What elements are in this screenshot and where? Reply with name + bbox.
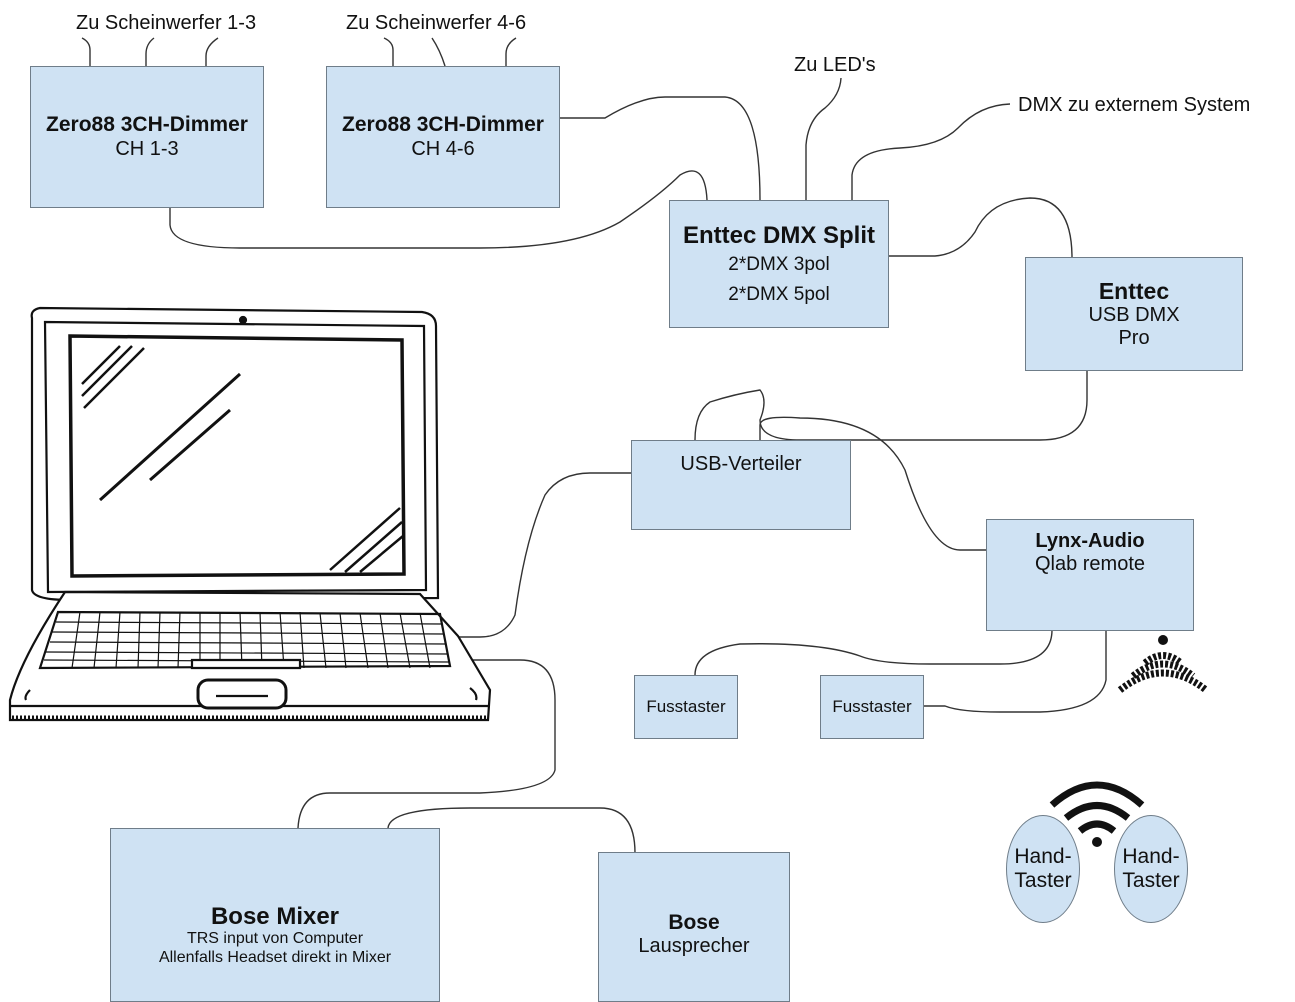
dmx-split-title: Enttec DMX Split xyxy=(682,222,875,250)
wire-usbpro-hub xyxy=(694,370,1088,441)
usb-dmx-pro-line2: Pro xyxy=(1118,327,1150,350)
label-zu-scheinwerfer-1-3: Zu Scheinwerfer 1-3 xyxy=(76,12,257,34)
hand-switch-left-line2: Taster xyxy=(1014,869,1072,892)
wire-dimmer1-out3 xyxy=(205,37,219,66)
bose-mixer-title: Bose Mixer xyxy=(210,902,340,930)
dimmer-ch1-3-sub: CH 1-3 xyxy=(115,137,179,160)
wire-split-external xyxy=(851,103,1011,200)
hand-switch-left: Hand- Taster xyxy=(1006,815,1080,923)
wifi-icon xyxy=(1049,781,1145,834)
wire-dimmer1-out1 xyxy=(81,37,91,66)
wire-hub-lynx xyxy=(759,416,986,551)
footswitch-2-box: Fusstaster xyxy=(820,675,924,739)
laptop-icon xyxy=(8,306,492,722)
usb-dmx-pro-line1: USB DMX xyxy=(1088,304,1180,327)
bose-mixer-line1: TRS input von Computer xyxy=(186,930,364,948)
bose-speaker-sub: Lausprecher xyxy=(638,935,750,958)
wire-dimmer1-split xyxy=(169,170,708,249)
hand-switch-right-line1: Hand- xyxy=(1122,844,1180,868)
lynx-audio-title: Lynx-Audio xyxy=(1035,530,1145,552)
usb-hub-title: USB-Verteiler xyxy=(680,453,802,475)
bose-speaker-box: Bose Lausprecher xyxy=(598,852,790,1002)
dmx-split-line2: 2*DMX 5pol xyxy=(728,283,830,305)
wireless-signal-icon xyxy=(1117,635,1209,693)
wire-lynx-foot1 xyxy=(694,629,1053,676)
bose-mixer-box: Bose Mixer TRS input von Computer Allenf… xyxy=(110,828,440,1002)
wire-split-usbpro xyxy=(888,197,1073,259)
label-zu-leds: Zu LED's xyxy=(794,54,876,76)
dimmer-ch4-6-title: Zero88 3CH-Dimmer xyxy=(342,113,544,137)
hand-switch-right: Hand- Taster xyxy=(1114,815,1188,923)
usb-dmx-pro-box: Enttec USB DMX Pro xyxy=(1025,257,1243,371)
hand-switch-left-line1: Hand- xyxy=(1014,844,1072,868)
dimmer-ch1-3-title: Zero88 3CH-Dimmer xyxy=(46,113,248,137)
dimmer-ch4-6-sub: CH 4-6 xyxy=(411,137,475,160)
footswitch-2-label: Fusstaster xyxy=(832,697,912,717)
wire-dimmer2-out1 xyxy=(383,37,394,66)
footswitch-1-label: Fusstaster xyxy=(646,697,726,717)
wire-dimmer1-out2 xyxy=(145,37,155,66)
wire-laptop-mixer xyxy=(297,659,556,829)
dimmer-ch1-3-box: Zero88 3CH-Dimmer CH 1-3 xyxy=(30,66,264,208)
wire-dimmer2-out2 xyxy=(431,37,446,67)
dimmer-ch4-6-box: Zero88 3CH-Dimmer CH 4-6 xyxy=(326,66,560,208)
wire-dimmer2-split xyxy=(559,96,761,201)
label-dmx-extern: DMX zu externem System xyxy=(1018,94,1251,116)
lynx-audio-box: Lynx-Audio Qlab remote xyxy=(986,519,1194,631)
dmx-split-line1: 2*DMX 3pol xyxy=(728,253,830,275)
label-zu-scheinwerfer-4-6: Zu Scheinwerfer 4-6 xyxy=(346,12,527,34)
footswitch-1-box: Fusstaster xyxy=(634,675,738,739)
bose-mixer-line2: Allenfalls Headset direkt in Mixer xyxy=(158,948,392,966)
wire-dimmer2-out3 xyxy=(505,37,517,66)
bose-speaker-title: Bose xyxy=(668,911,720,934)
lynx-audio-sub: Qlab remote xyxy=(1034,553,1146,575)
usb-hub-box: USB-Verteiler xyxy=(631,440,851,530)
dmx-split-box: Enttec DMX Split 2*DMX 3pol 2*DMX 5pol xyxy=(669,200,889,328)
usb-dmx-pro-title: Enttec xyxy=(1098,277,1170,304)
hand-switch-right-line2: Taster xyxy=(1122,869,1180,892)
wire-lynx-foot2 xyxy=(922,630,1107,713)
wire-split-leds xyxy=(805,77,842,200)
wire-mixer-speaker xyxy=(387,807,636,854)
wire-laptop-hub xyxy=(458,472,631,638)
